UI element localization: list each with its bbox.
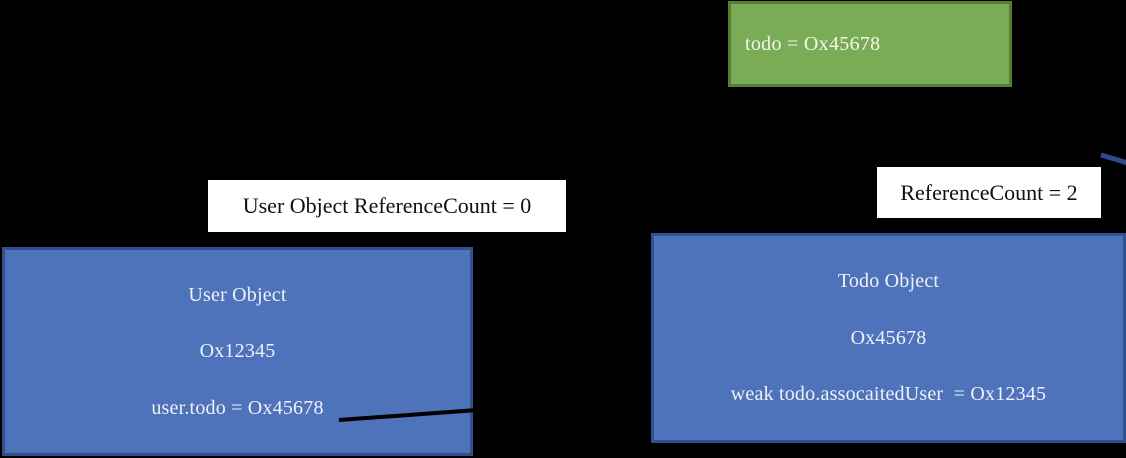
todo-variable-box: todo = Ox45678 (728, 1, 1012, 87)
todo-object-property: weak todo.assocaitedUser = Ox12345 (730, 383, 1047, 406)
offscreen-connector-line (1100, 152, 1126, 166)
user-object-box: User Object Ox12345 user.todo = Ox45678 (2, 247, 473, 456)
user-refcount-label: User Object ReferenceCount = 0 (208, 180, 566, 232)
todo-object-box: Todo Object Ox45678 weak todo.assocaited… (651, 233, 1126, 443)
user-object-title: User Object (188, 283, 287, 306)
todo-refcount-text: ReferenceCount = 2 (900, 179, 1078, 205)
todo-object-title: Todo Object (837, 269, 940, 292)
user-refcount-text: User Object ReferenceCount = 0 (242, 193, 532, 218)
todo-refcount-label: ReferenceCount = 2 (877, 167, 1101, 218)
todo-object-address: Ox45678 (850, 326, 927, 349)
user-object-address: Ox12345 (199, 340, 276, 362)
user-object-property: user.todo = Ox45678 (151, 396, 324, 419)
todo-variable-label: todo = Ox45678 (745, 32, 881, 55)
